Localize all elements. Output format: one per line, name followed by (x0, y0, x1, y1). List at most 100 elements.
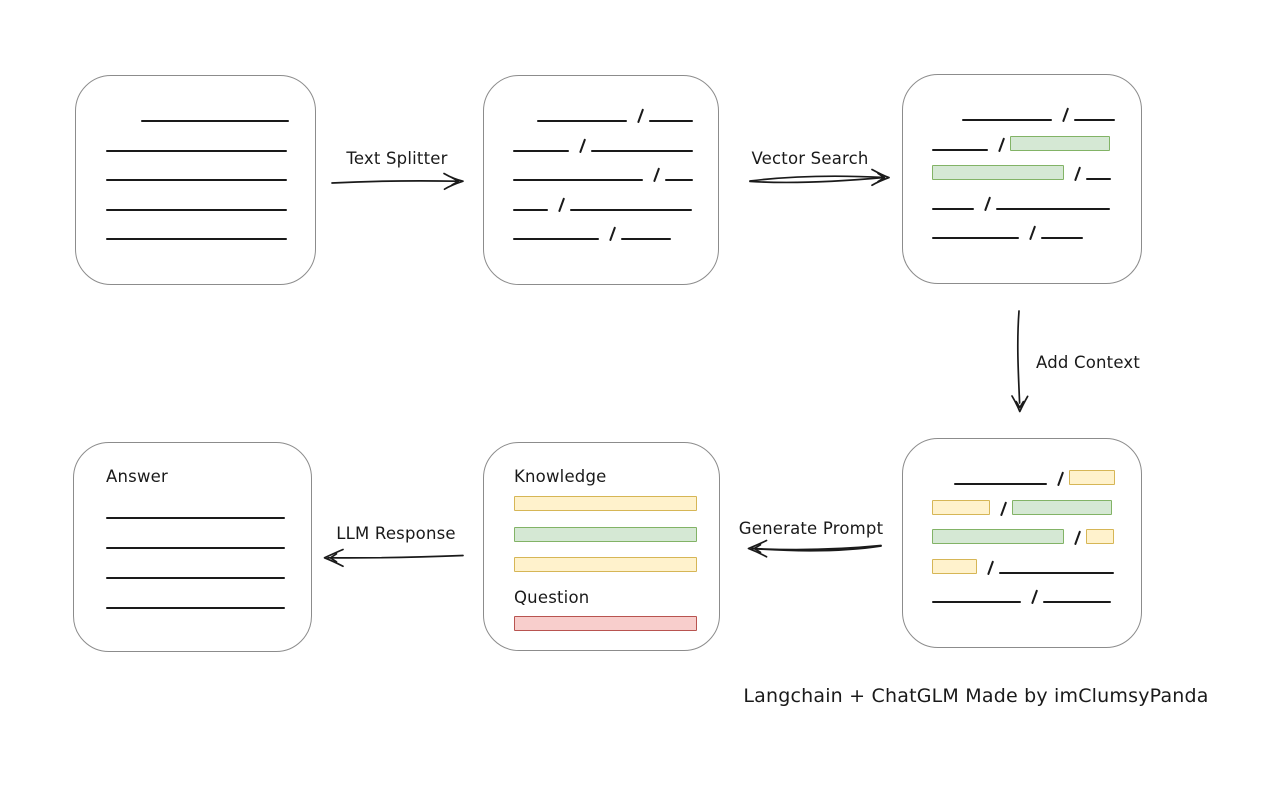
text-line (570, 208, 693, 211)
text-line (106, 577, 285, 579)
green-chunk (1012, 499, 1113, 515)
slash-separator (1031, 589, 1039, 605)
text-line (106, 208, 287, 211)
slash-separator (1056, 471, 1065, 487)
red-bar (514, 616, 697, 631)
matched-chunks-box (902, 74, 1142, 284)
chunk-row (932, 195, 1115, 211)
llm-response-label: LLM Response (336, 524, 456, 543)
slash-separator (636, 108, 645, 124)
text-line (1086, 178, 1112, 180)
slash-separator (1074, 530, 1082, 546)
context-chunks-box (902, 438, 1142, 648)
chunk-row (106, 166, 289, 181)
yellow-chunk (1086, 529, 1115, 544)
split-chunk-lines (513, 107, 693, 242)
text-line (591, 149, 693, 152)
knowledge-bars (514, 496, 697, 572)
question-bars (514, 616, 697, 631)
text-line (141, 120, 289, 122)
chunk-row (932, 558, 1115, 575)
slash-separator (653, 167, 661, 183)
chunk-row (106, 534, 285, 549)
yellow-chunk (1069, 470, 1115, 485)
text-line (513, 179, 644, 181)
answer-lines (106, 504, 285, 609)
chunk-row (513, 196, 693, 212)
chunk-row (106, 196, 289, 211)
generate-prompt-label: Generate Prompt (738, 519, 884, 538)
answer-box: Answer (73, 442, 312, 652)
source-document-box (75, 75, 316, 285)
chunk-row (513, 107, 693, 124)
slash-separator (998, 136, 1006, 152)
chunk-row (106, 107, 289, 122)
green-chunk (1010, 135, 1111, 151)
text-line (1041, 237, 1084, 239)
chunk-row (106, 504, 285, 519)
add-context-arrow (1011, 310, 1029, 413)
chunk-row (932, 224, 1115, 241)
chunk-row (106, 137, 289, 152)
slash-separator (609, 226, 617, 242)
chunk-row (932, 135, 1115, 152)
chunk-row (932, 529, 1115, 546)
prompt-box: Knowledge Question (483, 442, 720, 651)
text-line (953, 483, 1047, 485)
yellow-bar (514, 557, 697, 572)
text-line (961, 119, 1052, 121)
chunk-row (513, 137, 693, 153)
text-line (106, 547, 285, 549)
slash-separator (578, 137, 587, 153)
slash-separator (1029, 225, 1037, 241)
text-line (932, 148, 988, 151)
slash-separator (558, 196, 566, 212)
text-line (106, 238, 287, 240)
slash-separator (987, 559, 995, 575)
vector-search-label: Vector Search (751, 149, 869, 168)
chunk-row (513, 166, 693, 183)
text-line (999, 571, 1115, 574)
text-line (513, 149, 569, 152)
yellow-chunk (932, 558, 977, 574)
matched-chunk-lines (932, 106, 1115, 241)
slash-separator (1000, 500, 1008, 516)
chunk-row (106, 564, 285, 579)
text-splitter-label: Text Splitter (346, 149, 448, 168)
yellow-chunk (932, 499, 990, 515)
text-line (513, 208, 548, 211)
chunk-row (932, 165, 1115, 182)
green-chunk (932, 529, 1064, 544)
text-line (1043, 601, 1112, 603)
text-line (649, 120, 693, 122)
green-chunk (932, 165, 1064, 180)
text-line (106, 517, 285, 519)
chunk-row (932, 499, 1115, 516)
text-line (1074, 119, 1115, 121)
question-label: Question (514, 588, 590, 607)
context-chunk-lines (932, 470, 1115, 605)
text-line (665, 179, 693, 181)
slash-separator (1061, 107, 1070, 123)
text-line (106, 149, 287, 152)
diagram-caption: Langchain + ChatGLM Made by imClumsyPand… (743, 685, 1209, 707)
text-line (932, 601, 1021, 603)
chunk-row (932, 106, 1115, 123)
slash-separator (1074, 166, 1082, 182)
chunk-row (513, 225, 693, 242)
text-line (106, 607, 285, 609)
llm-response-arrow (323, 548, 464, 568)
vector-search-arrow (749, 168, 890, 187)
chunk-row (106, 594, 285, 609)
text-line (513, 238, 599, 240)
chunk-row (932, 588, 1115, 605)
slash-separator (984, 195, 992, 211)
chunk-row (932, 470, 1115, 487)
chunk-row (106, 225, 289, 240)
text-line (536, 120, 627, 122)
yellow-bar (514, 496, 697, 511)
green-bar (514, 526, 697, 542)
text-line (932, 237, 1019, 239)
split-chunks-box (483, 75, 719, 285)
